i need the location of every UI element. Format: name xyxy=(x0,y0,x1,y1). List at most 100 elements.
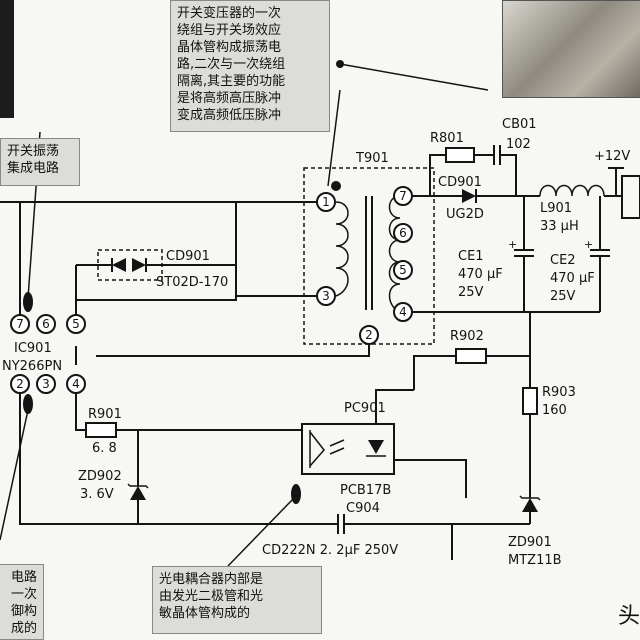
label-cb01-value: 102 xyxy=(506,137,531,152)
label-pcb17b: PCB17B xyxy=(340,483,391,498)
label-r903: R903 xyxy=(542,385,576,400)
note-optocoupler: 光电耦合器内部是 由发光二极管和光 敏晶体管构成的 xyxy=(152,566,322,634)
t-pin6-circle xyxy=(393,223,413,243)
zd902-bar xyxy=(127,483,149,489)
t-pin5-circle xyxy=(393,260,413,280)
t901-secondary-coil xyxy=(388,195,401,313)
leader-transformer xyxy=(327,89,341,187)
label-l901-value: 33 µH xyxy=(540,219,579,234)
label-zd901: ZD901 xyxy=(508,535,552,550)
label-r902: R902 xyxy=(450,329,484,344)
wire-r801-left xyxy=(429,154,446,196)
wire-pc901-led-top xyxy=(375,389,414,424)
note-transformer: 开关变压器的一次 绕组与开关场效应 晶体管构成振荡电 路,二次与一次绕组 隔离,… xyxy=(170,0,330,132)
label-mtz11b: MTZ11B xyxy=(508,553,562,568)
ic-pin5-circle xyxy=(66,314,86,334)
t901-primary-coil xyxy=(335,201,349,297)
wire-r902-left xyxy=(413,355,456,390)
ce1-plus: + xyxy=(508,238,517,251)
leader-photo-dot xyxy=(336,60,344,68)
r903-body xyxy=(522,387,538,415)
ic901-pins xyxy=(10,314,86,394)
pc901-light-2 xyxy=(329,447,345,455)
l901-coil xyxy=(539,184,605,197)
label-c904: C904 xyxy=(346,501,380,516)
cd901-diode-1 xyxy=(112,258,126,272)
t-pin1-circle xyxy=(316,192,336,212)
t-pin3-circle xyxy=(316,286,336,306)
label-plus12v: +12V xyxy=(594,149,630,164)
cd901-diode-2 xyxy=(132,258,146,272)
label-ce2: CE2 xyxy=(550,253,576,268)
t-pin1-label: 1 xyxy=(322,195,330,209)
label-r903-value: 160 xyxy=(542,403,567,418)
label-st02d: ST02D-170 xyxy=(156,275,228,290)
label-cb01: CB01 xyxy=(502,117,537,132)
ic-pin3-circle xyxy=(36,374,56,394)
note-left-partial: 电路 一次 御构 成的 xyxy=(0,564,44,640)
t-pin4-label: 4 xyxy=(399,305,407,319)
label-ug2d: UG2D xyxy=(446,207,484,222)
label-ic-part: NY266PN xyxy=(2,359,62,374)
label-l901: L901 xyxy=(540,201,572,216)
t-pin7-circle xyxy=(393,186,413,206)
r801-body xyxy=(445,147,475,163)
r901-body xyxy=(85,422,117,438)
label-pc901: PC901 xyxy=(344,401,386,416)
label-cd901-left: CD901 xyxy=(166,249,210,264)
wire-pc901-led-bottom xyxy=(394,459,467,498)
label-ce2-cap: 470 µF xyxy=(550,271,595,286)
t-pin2-circle xyxy=(359,325,379,345)
note-oscillator: 开关振荡 集成电路 xyxy=(0,138,80,186)
t-pin6-label: 6 xyxy=(399,226,407,240)
wire-cb01-right xyxy=(500,154,517,196)
pc901-light-1 xyxy=(329,439,345,447)
watermark-text: 头 xyxy=(618,604,640,629)
leader-optocoupler-dot xyxy=(291,484,301,504)
leader-left-dot xyxy=(23,394,33,414)
ic-pin7-label: 7 xyxy=(16,317,24,331)
wire-pin4-r901 xyxy=(75,392,86,431)
leader-transformer-dot xyxy=(331,181,341,191)
ic-pin6-circle xyxy=(36,314,56,334)
ug2d-diode xyxy=(462,189,476,203)
label-r901: R901 xyxy=(88,407,122,422)
wire-bottom-left xyxy=(19,392,338,525)
ic-pin7-circle xyxy=(10,314,30,334)
label-ce1-voltage: 25V xyxy=(458,285,484,300)
zd901-diode xyxy=(522,498,538,512)
wire-to-ic-pin5 xyxy=(75,202,237,318)
ic-pin2-circle xyxy=(10,374,30,394)
zd902-diode xyxy=(130,486,146,500)
label-cd901-top: CD901 xyxy=(438,175,482,190)
label-t901: T901 xyxy=(355,151,389,166)
label-ce2-voltage: 25V xyxy=(550,289,576,304)
label-zd902-value: 3. 6V xyxy=(80,487,114,502)
ic-pin2-label: 2 xyxy=(16,377,24,391)
t-pin7-label: 7 xyxy=(399,189,407,203)
wire-t2 xyxy=(96,344,370,357)
label-c904-value: CD222N 2. 2µF 250V xyxy=(262,543,398,558)
leader-oscillator-dot xyxy=(23,292,33,312)
t-pin4-circle xyxy=(393,302,413,322)
power-board-photo xyxy=(502,0,640,98)
ic-pin5-label: 5 xyxy=(72,317,80,331)
leader-photo xyxy=(339,63,489,91)
t-pin5-label: 5 xyxy=(399,263,407,277)
pc901-phototransistor xyxy=(309,431,325,467)
t-pin3-label: 3 xyxy=(322,289,330,303)
r902-body xyxy=(455,348,487,364)
pc901-body xyxy=(301,423,395,475)
t-pin2-label: 2 xyxy=(365,328,373,342)
label-ce1: CE1 xyxy=(458,249,484,264)
leader-optocoupler xyxy=(227,497,295,567)
zd901-bar xyxy=(519,495,541,501)
ic-pin3-label: 3 xyxy=(42,377,50,391)
ic-pin6-label: 6 xyxy=(42,317,50,331)
output-connector xyxy=(621,175,640,219)
label-r901-value: 6. 8 xyxy=(92,441,117,456)
photo-edge xyxy=(0,0,14,118)
ce2-plus: + xyxy=(584,238,593,251)
